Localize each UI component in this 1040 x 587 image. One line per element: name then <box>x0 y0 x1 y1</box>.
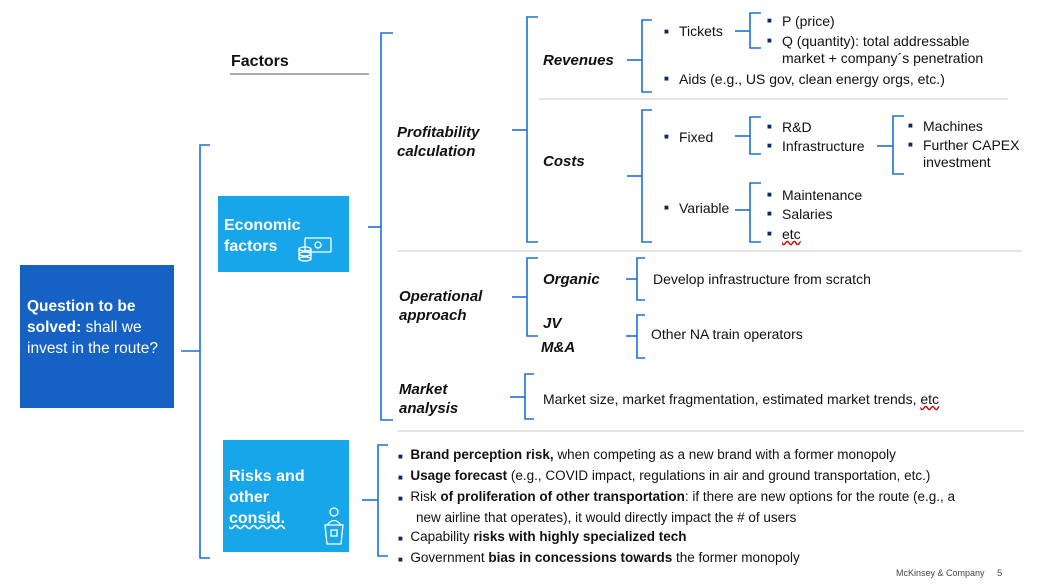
risk-bold: Brand perception risk, <box>410 447 554 462</box>
risk-item: ■ Government bias in concessions towards… <box>398 550 800 565</box>
q-quantity-label: Q (quantity): total addressable market +… <box>782 33 983 67</box>
page-number: 5 <box>997 568 1003 578</box>
bullet-icon: ■ <box>767 190 772 199</box>
profitability-line1: Profitability <box>397 124 480 141</box>
risks-box: Risks and other consid. <box>223 440 349 552</box>
economic-line1: Economic <box>224 217 301 234</box>
organic-label: Organic <box>543 271 600 288</box>
risks-list: ■ Brand perception risk, when competing … <box>398 445 955 569</box>
bullet-icon: ■ <box>664 27 669 36</box>
machines-label: Machines <box>923 118 983 134</box>
risk-bold: bias in concessions towards <box>488 550 673 565</box>
profitability-line2: calculation <box>397 143 476 160</box>
q-line2: market + company´s penetration <box>782 50 984 66</box>
market-line1: Market <box>399 381 448 398</box>
market-etc: etc <box>920 391 940 407</box>
speaker-podium-icon <box>324 507 344 545</box>
footer-company: McKinsey & Company <box>896 568 985 578</box>
profitability-label: Profitability calculation <box>397 123 480 161</box>
risk-text: new airline that operates), it would dir… <box>416 510 797 525</box>
capex-line1: Further CAPEX <box>923 137 1020 153</box>
bullet-icon: ■ <box>908 140 913 149</box>
question-bold: Question to be solved: <box>27 298 136 336</box>
risk-item-continuation: new airline that operates), it would dir… <box>398 508 955 527</box>
aids-label: Aids (e.g., US gov, clean energy orgs, e… <box>679 71 945 87</box>
risks-line3: consid. <box>229 510 286 527</box>
money-icon <box>298 237 332 262</box>
bullet-icon: ■ <box>767 141 772 150</box>
risk-text: Government <box>410 550 489 565</box>
risk-item: ■ Usage forecast (e.g., COVID impact, re… <box>398 468 931 483</box>
factors-heading: Factors <box>231 53 289 70</box>
bullet-icon: ■ <box>664 74 669 83</box>
salaries-label: Salaries <box>782 206 833 222</box>
risk-bold: of proliferation of other transportation <box>440 489 685 504</box>
market-line2: analysis <box>399 400 459 417</box>
bullet-icon: ■ <box>664 132 669 141</box>
capex-label: Further CAPEX investment <box>923 137 1019 171</box>
organic-description: Develop infrastructure from scratch <box>653 271 871 287</box>
risk-text: (e.g., COVID impact, regulations in air … <box>507 468 931 483</box>
market-analysis-label: Market analysis <box>399 380 458 418</box>
bullet-icon: ■ <box>767 209 772 218</box>
risk-bold: Usage forecast <box>410 468 508 483</box>
market-description: Market size, market fragmentation, estim… <box>543 391 939 408</box>
costs-label: Costs <box>543 153 585 170</box>
bullet-icon: ■ <box>767 229 772 238</box>
risk-item: ■ Capability risks with highly specializ… <box>398 529 687 544</box>
bullet-icon: ■ <box>767 122 772 131</box>
rnd-label: R&D <box>782 119 812 135</box>
risk-text: Risk <box>410 489 441 504</box>
variable-label: Variable <box>679 200 730 216</box>
p-price-label: P (price) <box>782 13 835 29</box>
jv-description: Other NA train operators <box>651 326 803 342</box>
tickets-label: Tickets <box>679 23 723 39</box>
maintenance-label: Maintenance <box>782 187 863 203</box>
risk-text: the former monopoly <box>672 550 800 565</box>
footer: McKinsey & Company 5 <box>896 568 1002 578</box>
capex-line2: investment <box>923 154 991 170</box>
risk-text: Capability <box>410 529 474 544</box>
operational-line2: approach <box>399 307 467 324</box>
bullet-icon: ■ <box>767 16 772 25</box>
etc-label: etc <box>782 226 801 242</box>
economic-line2: factors <box>224 238 278 255</box>
risk-text: when competing as a new brand with a for… <box>553 447 896 462</box>
ma-label: M&A <box>541 339 576 356</box>
bullet-icon: ■ <box>664 203 669 212</box>
risks-line2: other <box>229 489 269 506</box>
fixed-label: Fixed <box>679 129 714 145</box>
risk-item: ■ Brand perception risk, when competing … <box>398 447 896 462</box>
bullet-icon: ■ <box>908 121 913 130</box>
risk-bold: risks with highly specialized tech <box>473 529 687 544</box>
bullet-icon: ■ <box>767 36 772 45</box>
operational-label: Operational approach <box>399 287 482 325</box>
revenues-label: Revenues <box>543 52 614 69</box>
risks-line1: Risks and <box>229 468 305 485</box>
q-line1: Q (quantity): total addressable <box>782 33 970 49</box>
jv-label: JV <box>543 315 562 332</box>
infrastructure-label: Infrastructure <box>782 138 865 154</box>
market-description-text: Market size, market fragmentation, estim… <box>543 391 921 407</box>
risk-item: ■ Risk of proliferation of other transpo… <box>398 489 956 504</box>
economic-factors-box: Economic factors <box>218 196 349 272</box>
risk-text: : if there are new options for the route… <box>684 489 956 504</box>
question-box: Question to be solved: shall we invest i… <box>20 265 174 408</box>
question-text: shall we invest in the route? <box>27 319 158 357</box>
operational-line1: Operational <box>399 288 483 305</box>
